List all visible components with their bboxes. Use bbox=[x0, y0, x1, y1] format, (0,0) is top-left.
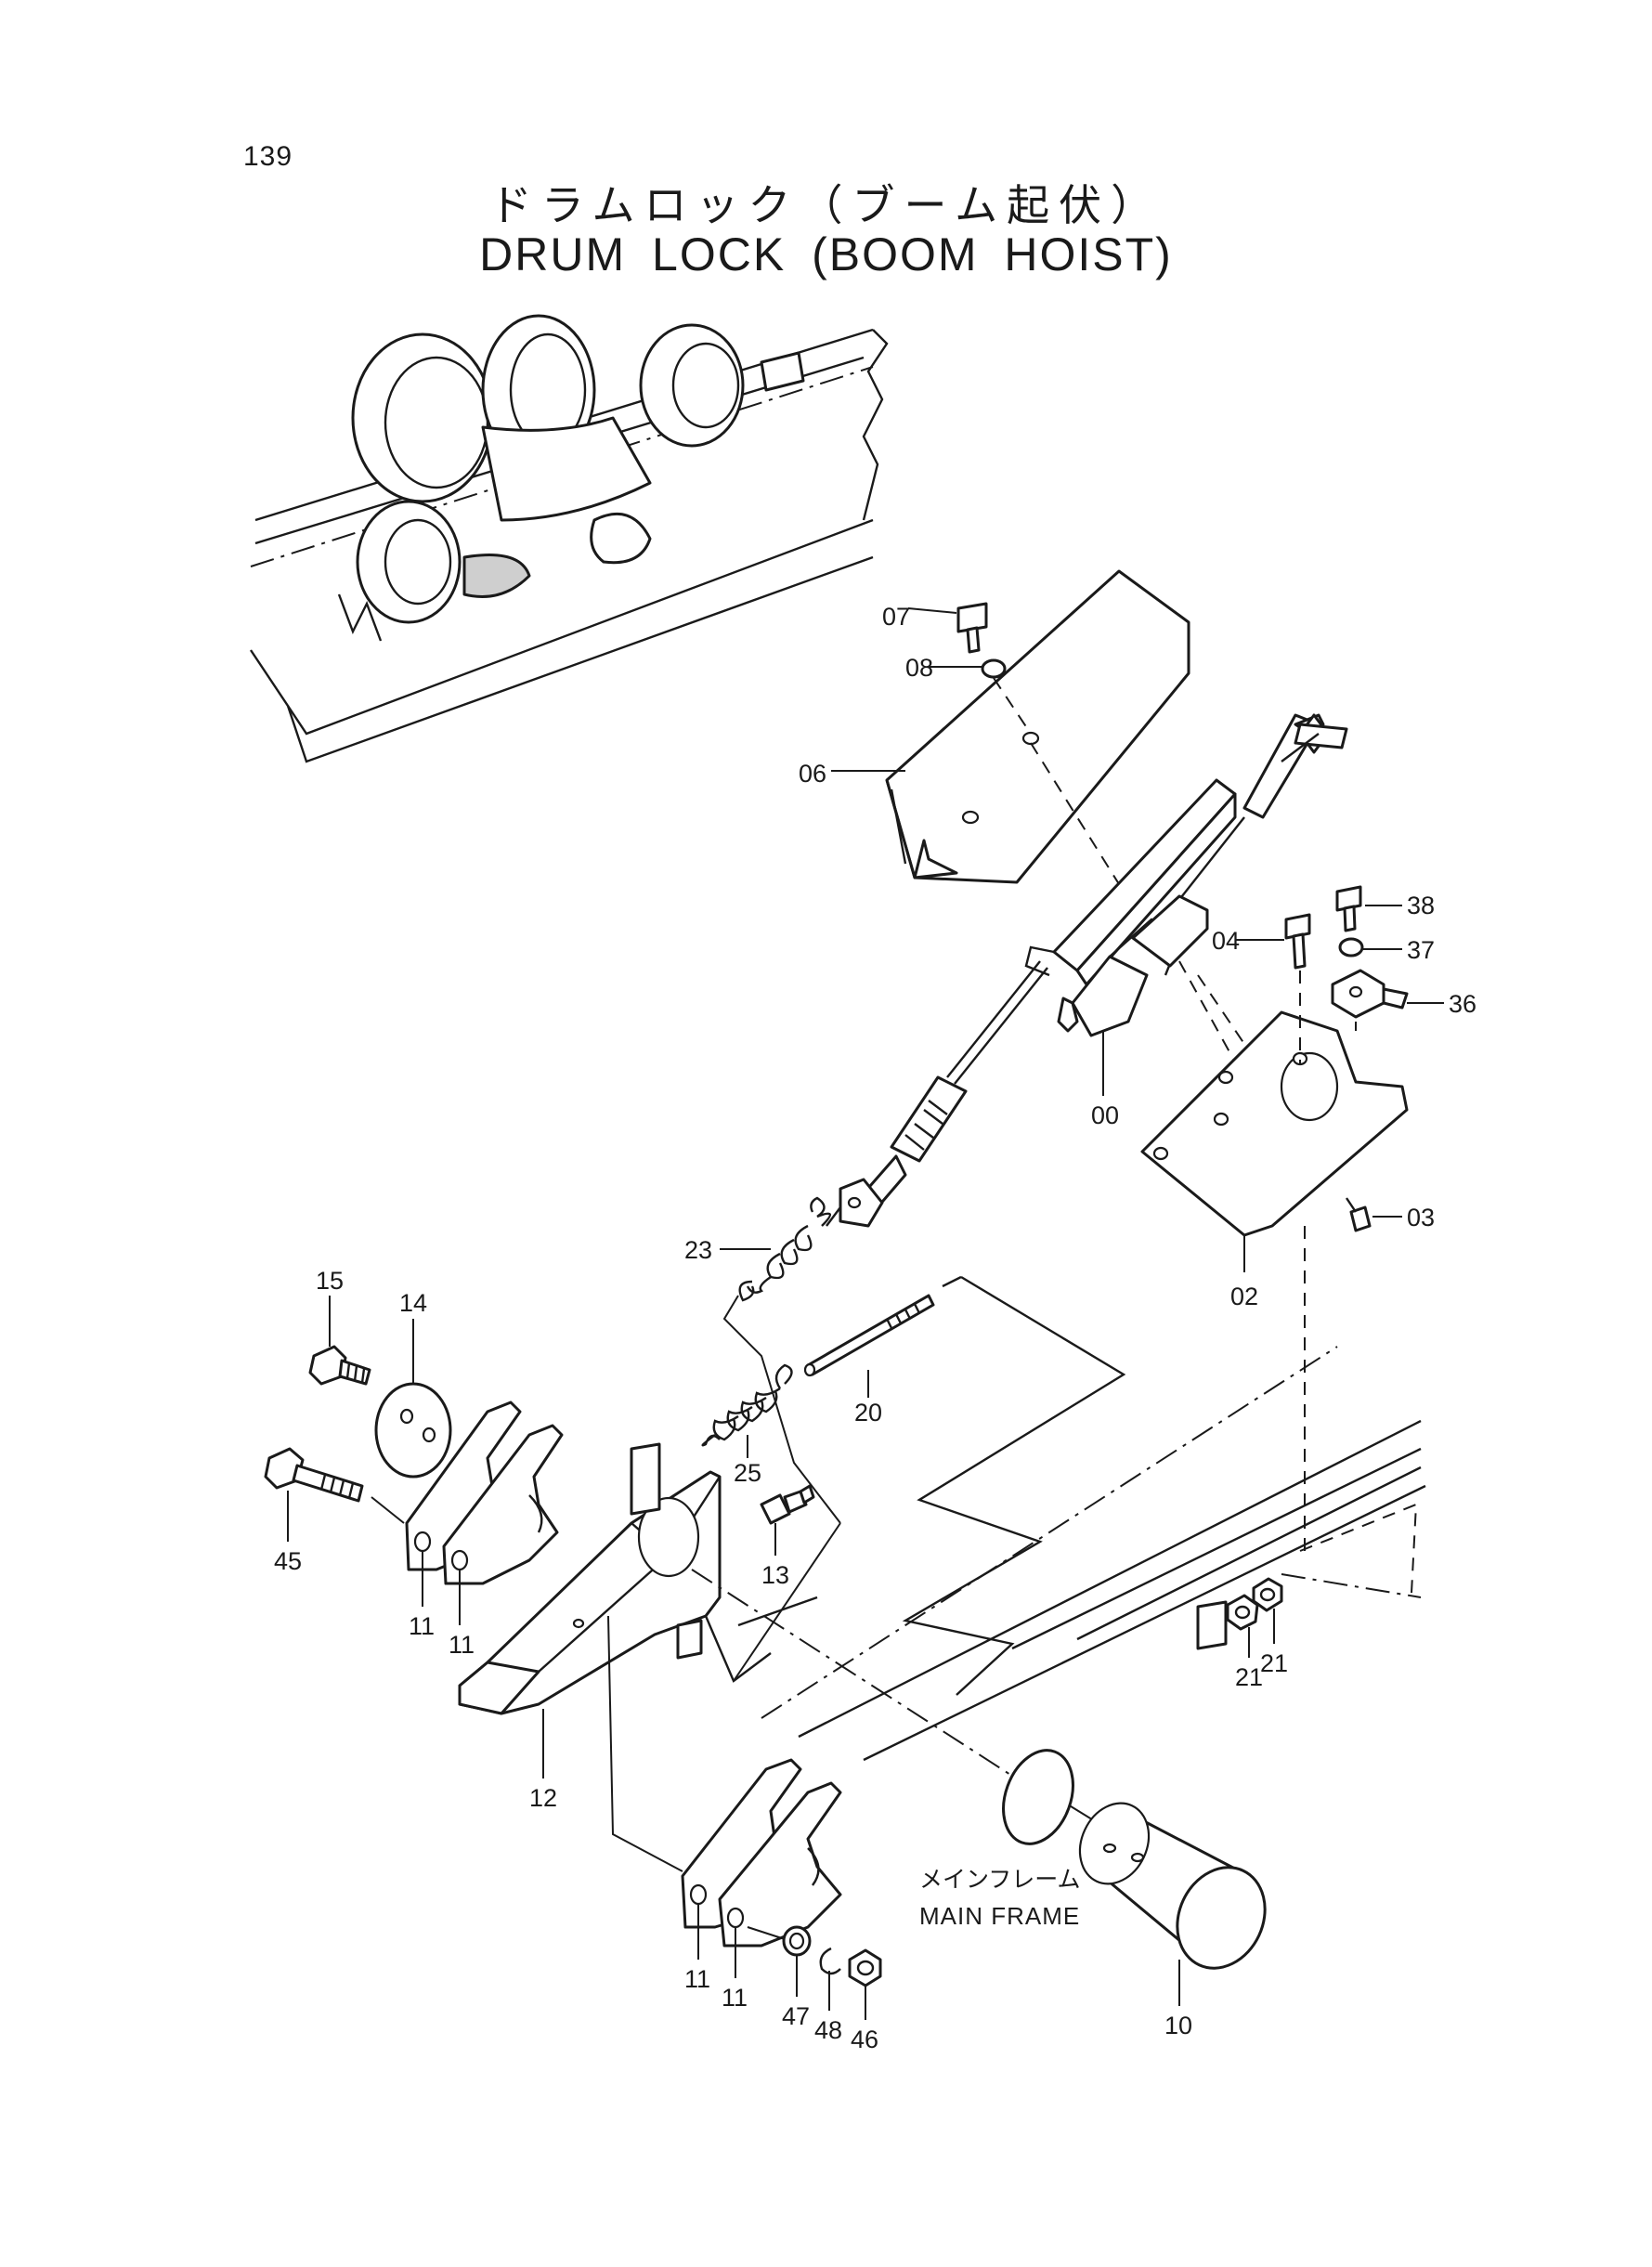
lock-arm-part-12 bbox=[458, 1442, 818, 1715]
bolt-part-45 bbox=[264, 1447, 364, 1503]
cable-part-23-assembly bbox=[826, 960, 1048, 1228]
callout-23: 23 bbox=[684, 1236, 712, 1264]
callout-04: 04 bbox=[1212, 927, 1240, 955]
solenoid-actuator-part-00 bbox=[1024, 713, 1348, 1037]
callout-25: 25 bbox=[734, 1459, 761, 1487]
pin-part-10 bbox=[1078, 1802, 1267, 1970]
callout-14: 14 bbox=[399, 1289, 427, 1317]
fork-plate-part-11-lower-right bbox=[718, 1781, 842, 1948]
callout-21-left: 21 bbox=[1235, 1663, 1263, 1691]
callout-07: 07 bbox=[882, 603, 910, 631]
title-english: DRUM LOCK (BOOM HOIST) bbox=[479, 228, 1173, 280]
callout-13: 13 bbox=[761, 1561, 789, 1589]
bolt-part-15 bbox=[308, 1345, 371, 1386]
callout-03: 03 bbox=[1407, 1204, 1435, 1231]
callout-11-upper-left: 11 bbox=[409, 1612, 435, 1640]
callout-00: 00 bbox=[1091, 1101, 1119, 1129]
cover-part-06 bbox=[885, 569, 1190, 884]
nut-part-21-left bbox=[1226, 1594, 1259, 1631]
callout-48: 48 bbox=[814, 2016, 842, 2044]
callout-12: 12 bbox=[529, 1784, 557, 1812]
callout-38: 38 bbox=[1407, 892, 1435, 919]
callout-47: 47 bbox=[782, 2002, 810, 2030]
callout-36: 36 bbox=[1449, 990, 1476, 1018]
callout-37: 37 bbox=[1407, 936, 1435, 964]
callout-11-lower-right: 11 bbox=[722, 1984, 748, 2012]
callout-11-lower-left: 11 bbox=[684, 1965, 710, 1993]
spring-part-25 bbox=[701, 1363, 793, 1447]
callout-02: 02 bbox=[1230, 1283, 1258, 1310]
snap-ring-part-48 bbox=[819, 1947, 841, 1975]
washer-part-47 bbox=[782, 1925, 812, 1957]
washer-part-08 bbox=[981, 658, 1007, 679]
callout-20: 20 bbox=[854, 1399, 882, 1427]
collar-ring bbox=[1002, 1749, 1074, 1845]
rod-part-20 bbox=[803, 1294, 935, 1377]
callout-21-right: 21 bbox=[1260, 1649, 1288, 1677]
callout-45: 45 bbox=[274, 1547, 302, 1575]
main-frame-label-english: MAIN FRAME bbox=[919, 1902, 1080, 1930]
bolt-part-07 bbox=[956, 602, 988, 654]
fork-plate-part-11-upper-right bbox=[442, 1424, 564, 1585]
spring-part-23 bbox=[738, 1196, 831, 1302]
page-number: 139 bbox=[243, 141, 293, 172]
plate-part-36 bbox=[1331, 969, 1409, 1019]
callout-06: 06 bbox=[799, 760, 826, 788]
title-japanese: ドラムロック（ブーム起伏） bbox=[488, 180, 1164, 230]
main-frame bbox=[761, 1226, 1426, 1762]
bracket-part-02 bbox=[1140, 1010, 1409, 1237]
winch-drum-inset bbox=[250, 314, 889, 763]
nut-part-46 bbox=[848, 1948, 882, 1987]
callout-11-upper-right: 11 bbox=[449, 1631, 475, 1659]
grease-fitting-part-13 bbox=[760, 1484, 815, 1525]
nut-part-21-right bbox=[1252, 1577, 1283, 1612]
washer-part-14 bbox=[374, 1382, 452, 1479]
bolt-part-04 bbox=[1284, 913, 1311, 970]
bolt-part-38 bbox=[1335, 885, 1362, 932]
callout-08: 08 bbox=[905, 654, 933, 682]
main-frame-label-japanese: メインフレーム bbox=[919, 1866, 1081, 1893]
callout-46: 46 bbox=[851, 2026, 878, 2053]
callout-10: 10 bbox=[1164, 2012, 1192, 2039]
washer-part-37 bbox=[1338, 937, 1364, 958]
bolt-part-03 bbox=[1346, 1197, 1372, 1232]
callout-15: 15 bbox=[316, 1267, 344, 1295]
